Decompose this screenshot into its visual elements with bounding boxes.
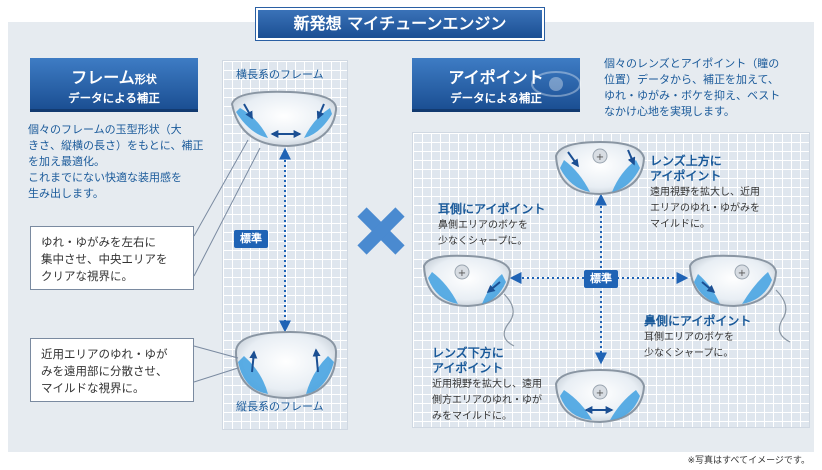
eyepoint-badge-sub: データによる補正 bbox=[450, 91, 542, 105]
svg-text:+: + bbox=[738, 268, 746, 279]
tall-frame-label: 縦長系のフレーム bbox=[236, 400, 324, 413]
eyepoint-ear-label: 耳側にアイポイント 鼻側エリアのボケを 少なくシャープに。 bbox=[438, 202, 545, 249]
tall-frame-lens bbox=[234, 330, 338, 400]
label-body: マイルドに。 bbox=[650, 219, 710, 230]
frame-desc-line: これまでにない快適な装用感を bbox=[28, 171, 182, 184]
label-body: みをマイルドに。 bbox=[432, 411, 512, 422]
frame-desc-line: きさ、縦横の長さ）をもとに、補正 bbox=[28, 139, 204, 152]
label-body: 側方エリアのゆれ・ゆが bbox=[432, 395, 542, 406]
label-body: 少なくシャープに。 bbox=[438, 236, 528, 247]
frame-badge-sub: データによる補正 bbox=[68, 91, 160, 105]
svg-text:+: + bbox=[596, 388, 604, 399]
eyepoint-badge-main: アイポイント bbox=[448, 68, 544, 87]
eyepoint-description: 個々のレンズとアイポイント（瞳の 位置）データから、補正を加えて、 ゆれ・ゆがみ… bbox=[604, 56, 816, 120]
svg-text:+: + bbox=[596, 152, 604, 163]
frame-standard-label: 標準 bbox=[234, 230, 268, 248]
frame-desc-line: 個々のフレームの玉型形状（大 bbox=[28, 123, 182, 136]
combination-cross-symbol bbox=[357, 207, 405, 255]
callout-line: 近用エリアのゆれ・ゆが bbox=[41, 347, 168, 361]
eyepoint-ear-lens: + bbox=[422, 254, 515, 347]
label-body: エリアのゆれ・ゆがみを bbox=[650, 203, 760, 214]
wide-frame-lens bbox=[230, 90, 338, 148]
callout-pointer-line bbox=[193, 147, 261, 277]
wide-frame-label: 横長系のフレーム bbox=[236, 68, 324, 81]
callout-line: マイルドな視界に。 bbox=[41, 381, 145, 395]
label-heading: 耳側にアイポイント bbox=[438, 202, 546, 216]
callout-pointer-line bbox=[193, 367, 239, 383]
eyepoint-desc-line: なかけ心地を実現します。 bbox=[604, 105, 735, 118]
svg-text:+: + bbox=[458, 268, 466, 279]
eye-icon bbox=[531, 71, 581, 97]
callout-line: クリアな視界に。 bbox=[41, 269, 133, 283]
eyepoint-desc-line: ゆれ・ゆがみ・ボケを抑え、ベスト bbox=[604, 89, 781, 102]
label-heading: アイポイント bbox=[432, 361, 504, 375]
frame-desc-line: を加え最適化。 bbox=[28, 155, 105, 168]
label-body: 近用視野を拡大し、遠用 bbox=[432, 379, 542, 390]
footnote: ※写真はすべてイメージです。 bbox=[687, 456, 810, 466]
wide-frame-callout: ゆれ・ゆがみを左右に 集中させ、中央エリアを クリアな視界に。 bbox=[30, 226, 194, 290]
eyepoint-standard-label: 標準 bbox=[584, 270, 618, 288]
label-body: 耳側エリアのボケを bbox=[644, 332, 734, 343]
callout-line: みを遠用部に分散させ、 bbox=[41, 364, 168, 378]
callout-pointer-line bbox=[193, 139, 249, 237]
tall-frame-callout: 近用エリアのゆれ・ゆが みを遠用部に分散させ、 マイルドな視界に。 bbox=[30, 338, 194, 402]
eyepoint-nose-lens: + bbox=[688, 254, 791, 343]
eyepoint-up-lens: + bbox=[554, 140, 646, 196]
eyepoint-desc-line: 個々のレンズとアイポイント（瞳の bbox=[604, 57, 780, 70]
eyepoint-desc-line: 位置）データから、補正を加えて、 bbox=[604, 73, 779, 86]
label-heading: アイポイント bbox=[650, 169, 722, 183]
label-body: 鼻側エリアのボケを bbox=[438, 220, 528, 231]
label-body: 少なくシャープに。 bbox=[644, 348, 734, 359]
frame-shape-badge: フレーム形状 データによる補正 bbox=[30, 58, 198, 112]
page-title: 新発想 マイチューンエンジン bbox=[256, 8, 544, 40]
callout-line: 集中させ、中央エリアを bbox=[41, 252, 168, 266]
callout-line: ゆれ・ゆがみを左右に bbox=[41, 235, 156, 249]
eyepoint-nose-label: 鼻側にアイポイント 耳側エリアのボケを 少なくシャープに。 bbox=[644, 314, 751, 361]
frame-badge-main: フレーム bbox=[71, 68, 135, 87]
frame-description: 個々のフレームの玉型形状（大 きさ、縦横の長さ）をもとに、補正 を加え最適化。 … bbox=[28, 122, 214, 202]
eyepoint-down-label: レンズ下方に アイポイント 近用視野を拡大し、遠用 側方エリアのゆれ・ゆが みを… bbox=[432, 346, 542, 424]
eyepoint-badge: アイポイント データによる補正 bbox=[412, 58, 580, 112]
eyepoint-up-label: レンズ上方に アイポイント 遠用視野を拡大し、近用 エリアのゆれ・ゆがみを マイ… bbox=[650, 154, 760, 232]
label-body: 遠用視野を拡大し、近用 bbox=[650, 187, 760, 198]
frame-badge-small: 形状 bbox=[134, 73, 157, 86]
eyepoint-down-lens: + bbox=[554, 368, 646, 424]
label-heading: 鼻側にアイポイント bbox=[644, 314, 752, 328]
frame-desc-line: 生み出します。 bbox=[28, 187, 104, 200]
label-heading: レンズ上方に bbox=[650, 154, 722, 168]
callout-pointer-line bbox=[193, 345, 239, 359]
label-heading: レンズ下方に bbox=[432, 346, 504, 360]
